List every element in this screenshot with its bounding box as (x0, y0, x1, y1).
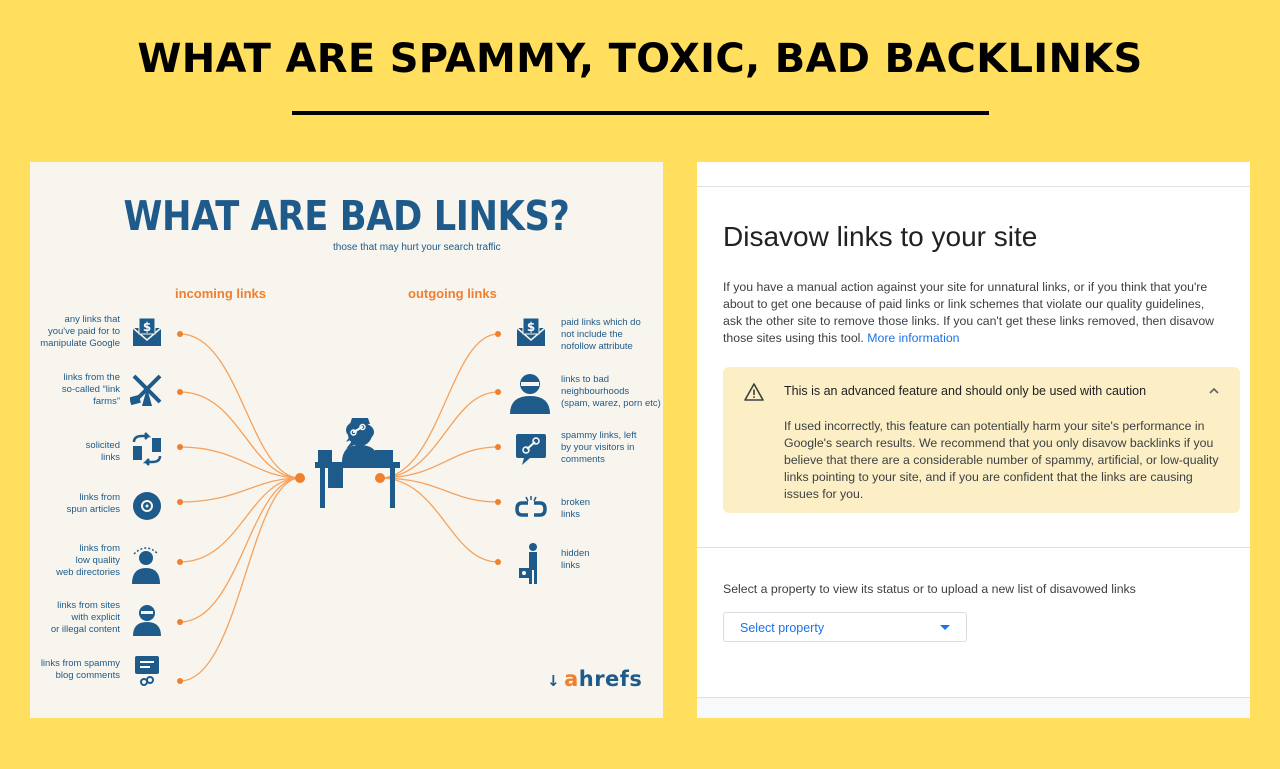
property-select-label: Select a property to view its status or … (723, 582, 1136, 596)
incoming-label-directories: links from low quality web directories (56, 543, 120, 578)
incoming-label-solicited: solicited links (85, 440, 120, 463)
incoming-label-blog-comments: links from spammy blog comments (40, 658, 120, 681)
broken-link-icon (514, 492, 548, 526)
outgoing-label-hidden: hidden links (561, 548, 590, 571)
page-title: WHAT ARE SPAMMY, TOXIC, BAD BACKLINKS (137, 36, 1143, 82)
hooded-person-icon (508, 370, 552, 414)
divider (697, 547, 1250, 548)
caution-title: This is an advanced feature and should o… (784, 384, 1147, 398)
exchange-arrows-icon (130, 432, 164, 466)
divider (697, 697, 1250, 698)
disavow-panel: Disavow links to your site If you have a… (697, 162, 1250, 718)
svg-text:$: $ (527, 320, 535, 334)
chain-bubble-icon (344, 420, 370, 442)
incoming-label-paid: any links that you've paid for to manipu… (40, 314, 120, 349)
dropdown-arrow-icon (940, 625, 950, 630)
incoming-label-link-farms: links from the so-called “link farms” (61, 372, 120, 407)
select-property-dropdown[interactable]: Select property (723, 612, 967, 642)
confused-person-icon (126, 544, 166, 584)
windmill-icon (130, 372, 164, 406)
footer-area (697, 698, 1250, 718)
outgoing-label-spammy-comments: spammy links, left by your visitors in c… (561, 430, 637, 465)
chevron-up-icon[interactable] (1204, 381, 1224, 401)
ninja-icon (130, 602, 164, 636)
link-comment-icon (514, 432, 548, 466)
svg-text:$: $ (143, 320, 151, 334)
caution-body: If used incorrectly, this feature can po… (784, 419, 1219, 501)
infographic-title: WHAT ARE BAD LINKS? (123, 192, 570, 240)
outgoing-links-heading: outgoing links (408, 286, 497, 301)
outgoing-label-broken: broken links (561, 497, 591, 520)
dollar-envelope-icon: $ (130, 316, 164, 350)
hidden-person-icon (514, 542, 548, 586)
incoming-label-spun: links from spun articles (66, 492, 120, 515)
incoming-label-explicit: links from sites with explicit or illega… (50, 600, 120, 635)
outgoing-label-paid: paid links which do not include the nofo… (561, 317, 641, 352)
title-underline (292, 111, 989, 115)
disavow-intro: If you have a manual action against your… (723, 280, 1215, 345)
bad-links-infographic: WHAT ARE BAD LINKS? those that may hurt … (30, 162, 663, 718)
infographic-subtitle: those that may hurt your search traffic (333, 242, 501, 253)
select-property-text: Select property (740, 621, 825, 635)
disavow-heading: Disavow links to your site (723, 221, 1038, 252)
dollar-envelope-icon: $ (514, 316, 548, 350)
ahrefs-logo: ↓ahrefs (547, 667, 643, 691)
spinning-disc-icon (130, 489, 164, 523)
warning-triangle-icon (743, 382, 765, 402)
outgoing-label-bad-neighbourhoods: links to bad neighbourhoods (spam, warez… (561, 374, 661, 409)
caution-banner: This is an advanced feature and should o… (723, 367, 1240, 513)
divider (697, 186, 1250, 187)
incoming-links-heading: incoming links (175, 286, 267, 301)
comment-link-icon (130, 654, 164, 688)
more-information-link[interactable]: More information (867, 331, 960, 345)
